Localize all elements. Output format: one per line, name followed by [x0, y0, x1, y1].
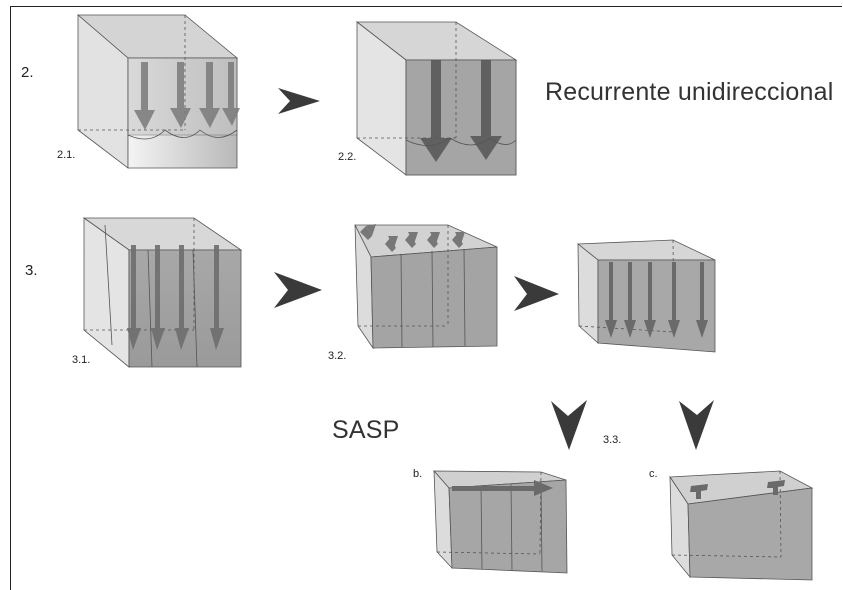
sub-label-3-1: 3.1. — [72, 354, 91, 366]
sub-label-3-3: 3.3. — [603, 434, 622, 446]
block-3-2 — [354, 224, 498, 350]
figure-frame — [10, 6, 842, 590]
flow-arrows-3-2 — [360, 224, 465, 252]
sub-label-2-2: 2.2. — [338, 151, 357, 163]
row-label-3: 3. — [25, 262, 38, 279]
progress-arrowhead-icon — [274, 272, 322, 308]
sub-label-b: b. — [413, 468, 423, 480]
block-c — [669, 470, 814, 581]
flow-arrows-3-3 — [605, 262, 708, 338]
block-2-1 — [76, 14, 239, 169]
block-b — [433, 469, 568, 574]
flow-arrows-3-1 — [127, 245, 224, 350]
progress-arrowhead-icon — [679, 400, 714, 450]
sub-label-3-2: 3.2. — [328, 350, 347, 362]
title-recurrente-unidireccional: Recurrente unidireccional — [545, 78, 834, 106]
flow-arrows-c — [690, 480, 785, 499]
progress-arrowhead-icon — [278, 88, 320, 114]
sub-label-2-1: 2.1. — [57, 149, 76, 161]
flow-arrows-2-1 — [134, 62, 240, 130]
row-label-2: 2. — [21, 64, 34, 81]
progress-arrowhead-icon — [551, 400, 587, 450]
block-3-3 — [576, 239, 716, 353]
title-sasp: SASP — [332, 416, 400, 444]
sub-label-c: c. — [649, 468, 658, 480]
progress-arrowhead-icon — [514, 276, 559, 311]
flow-arrows-2-2 — [420, 60, 502, 162]
flow-arrow-b — [452, 480, 553, 496]
